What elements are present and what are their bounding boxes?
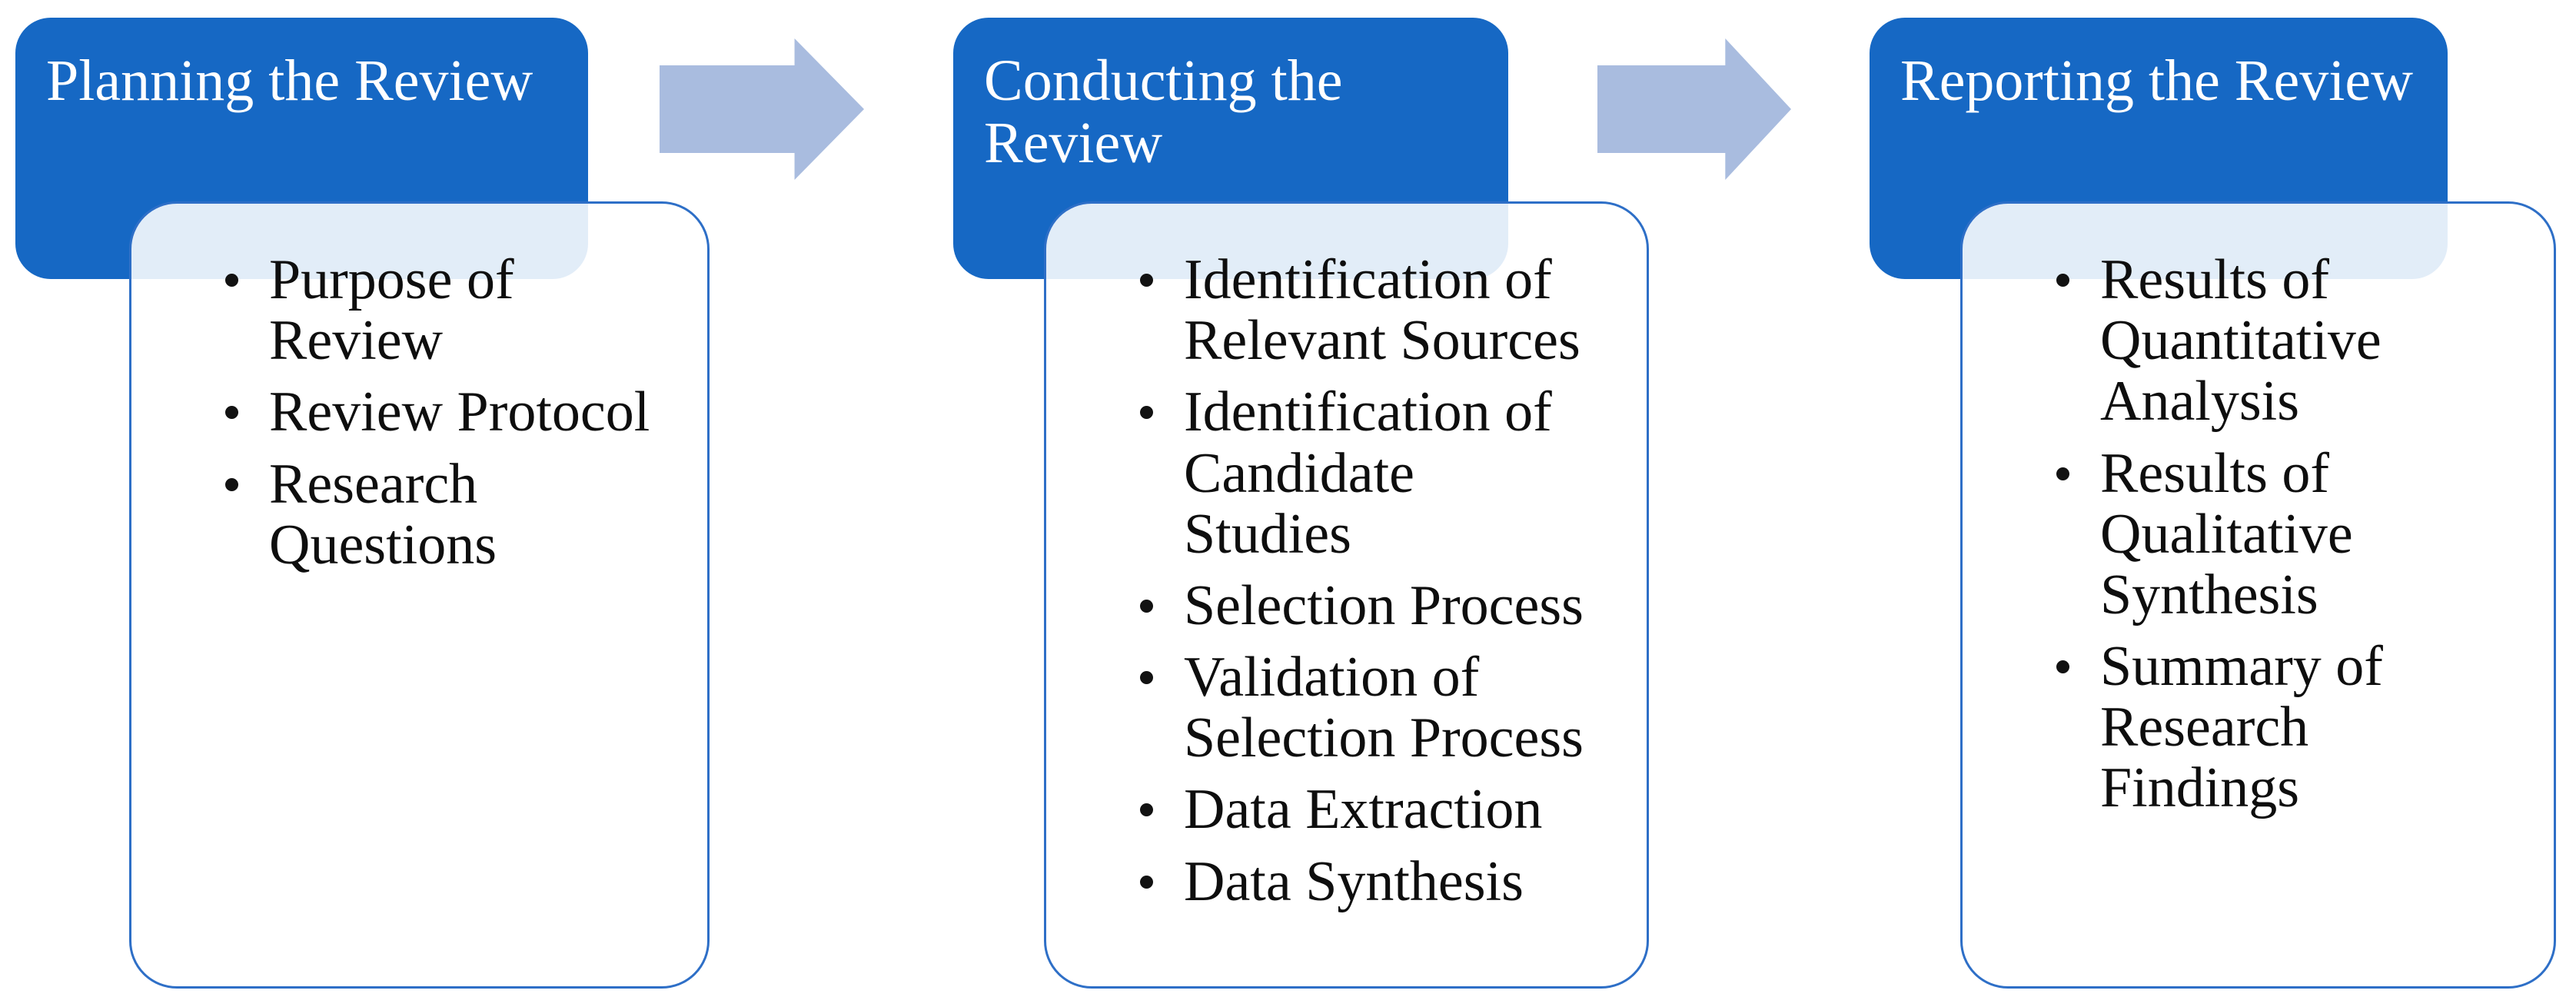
bullet-dot-icon (225, 406, 238, 420)
bullet-dot-icon (2056, 660, 2069, 674)
list-item: Results of Quantitative Analysis (2056, 248, 2554, 434)
right-arrow-icon (660, 38, 864, 180)
list-item: Review Protocol (225, 382, 707, 443)
bullet-dot-icon (2056, 274, 2069, 287)
phase-title: Conducting the Review (984, 48, 1343, 176)
list-item-text: Results of Qualitative Synthesis (2100, 441, 2353, 626)
list-item: Identification of Relevant Sources (1140, 248, 1647, 373)
list-item-text: Review Protocol (269, 381, 650, 444)
bullet-dot-icon (225, 477, 238, 491)
right-arrow-icon (1597, 38, 1791, 180)
list-item: Results of Qualitative Synthesis (2056, 441, 2554, 626)
list-item: Summary of Research Findings (2056, 636, 2554, 819)
list-item: Purpose of Review (225, 248, 707, 373)
list-item-text: Identification of Candidate Studies (1184, 381, 1552, 566)
bullet-dot-icon (1140, 274, 1153, 287)
phase-title: Reporting the Review (1900, 48, 2413, 113)
bullet-dot-icon (2056, 467, 2069, 480)
list-item-text: Summary of Research Findings (2100, 635, 2383, 820)
bullet-dot-icon (225, 274, 238, 287)
bullet-dot-icon (1140, 803, 1153, 817)
list-item-text: Identification of Relevant Sources (1184, 248, 1581, 373)
list-item-text: Data Synthesis (1184, 849, 1524, 913)
list-item-text: Purpose of Review (269, 248, 514, 373)
list-item-text: Research Questions (269, 452, 497, 577)
list-item: Data Synthesis (1140, 849, 1647, 913)
bullet-dot-icon (1140, 599, 1153, 613)
phase-title: Planning the Review (46, 48, 533, 113)
list-item-text: Selection Process (1184, 573, 1584, 637)
bullet-dot-icon (1140, 406, 1153, 420)
list-item-text: Data Extraction (1184, 778, 1543, 842)
list-item: Research Questions (225, 454, 707, 576)
list-item: Data Extraction (1140, 779, 1647, 840)
list-item-text: Results of Quantitative Analysis (2100, 248, 2382, 434)
list-item: Selection Process (1140, 573, 1647, 637)
list-item: Validation of Selection Process (1140, 646, 1647, 770)
bullet-dot-icon (1140, 671, 1153, 685)
list-item: Identification of Candidate Studies (1140, 382, 1647, 565)
list-item-text: Validation of Selection Process (1184, 646, 1584, 770)
bullet-dot-icon (1140, 875, 1153, 889)
